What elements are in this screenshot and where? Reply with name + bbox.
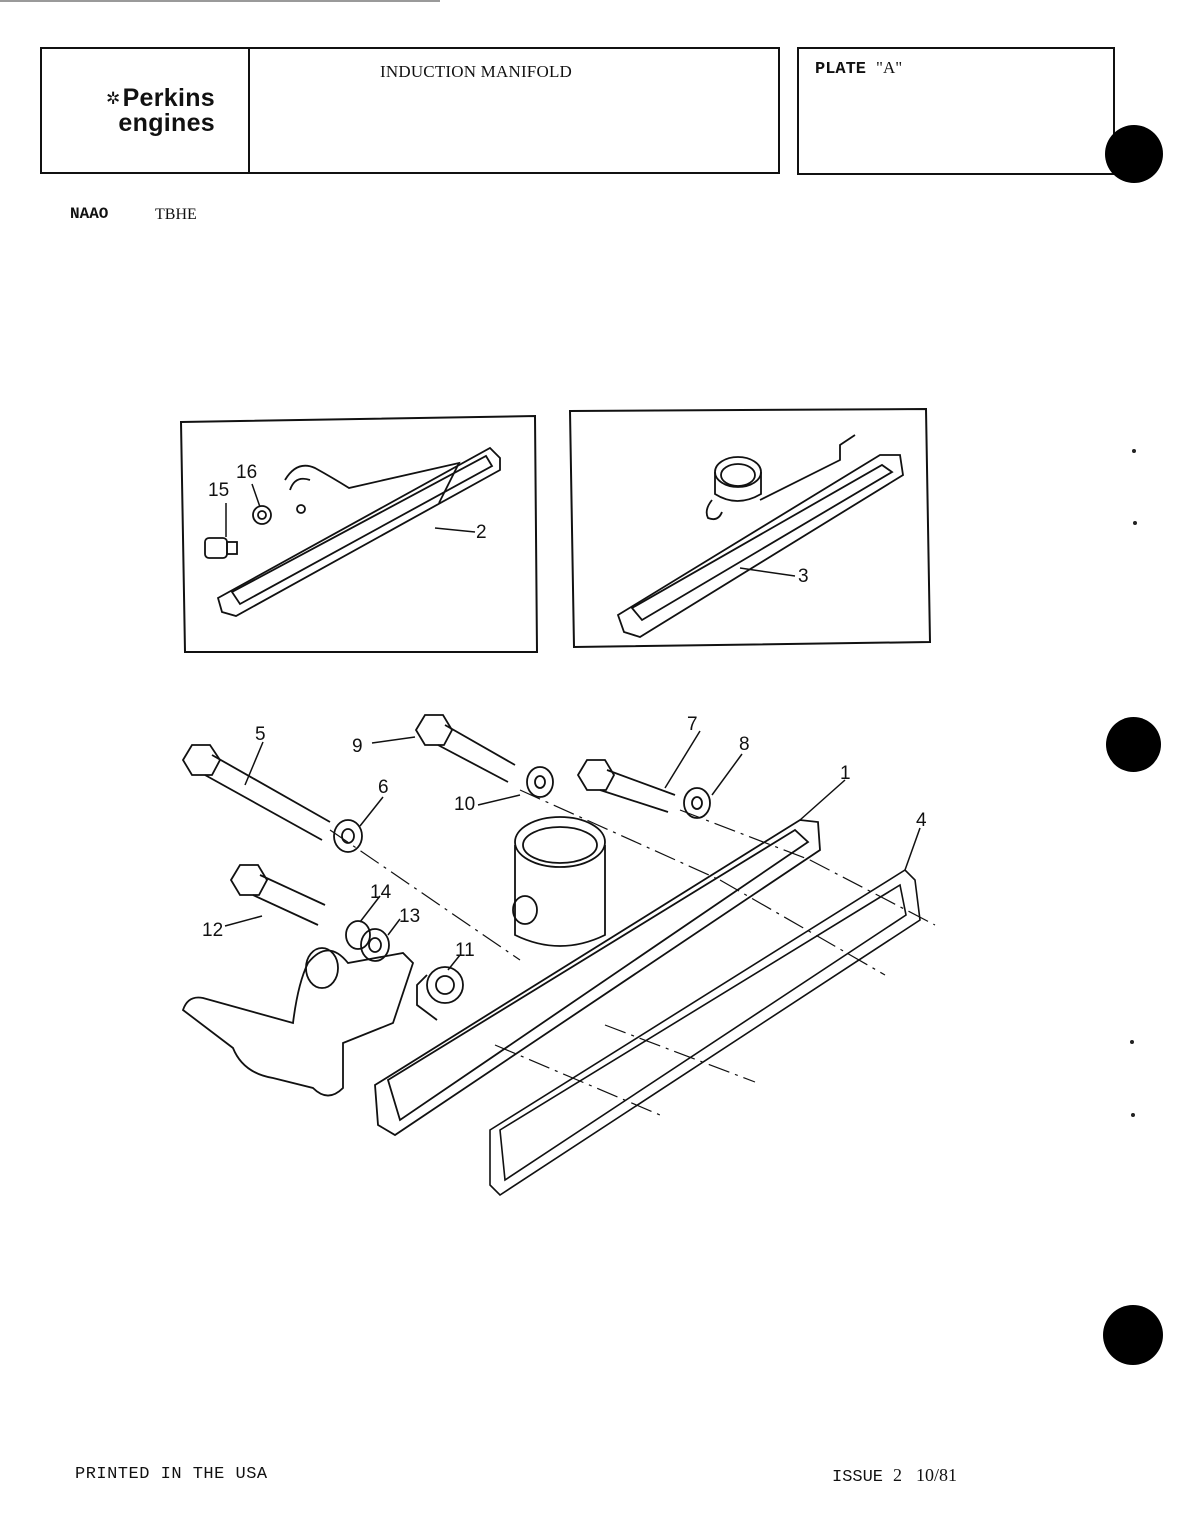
callout-labels: 15 16 2 3 5 9 7 8 6 10 1 4 14 13 12 11	[202, 462, 927, 961]
plate-label: PLATE "A"	[815, 58, 902, 79]
callout-8: 8	[739, 734, 750, 755]
issue-date: 10/81	[916, 1465, 958, 1485]
logo-line1: Perkins	[122, 84, 215, 112]
page-title: INDUCTION MANIFOLD	[380, 62, 573, 81]
scan-speck	[1132, 449, 1136, 453]
callout-12: 12	[202, 920, 223, 941]
callout-7: 7	[687, 714, 698, 735]
issue-label: ISSUE	[832, 1468, 884, 1487]
perkins-logo: ✲Perkins engines	[60, 84, 215, 137]
plate-value: "A"	[876, 58, 903, 77]
callout-13: 13	[399, 906, 420, 927]
spacer-part-11	[416, 966, 464, 1021]
callout-6: 6	[378, 777, 389, 798]
callout-14: 14	[370, 882, 392, 903]
gasket-part-4	[489, 868, 921, 1197]
bolt-part-9	[414, 714, 554, 798]
issue-number: 2	[893, 1465, 903, 1485]
inset-left-frame	[179, 414, 539, 653]
washer-part-13-14	[345, 920, 390, 962]
plate-text: PLATE	[815, 60, 867, 79]
callout-15: 15	[208, 480, 229, 501]
punch-hole-icon	[1105, 125, 1163, 183]
callout-1: 1	[840, 763, 851, 784]
callout-4: 4	[916, 810, 927, 831]
engine-code-2: TBHE	[155, 206, 197, 223]
scan-speck	[1131, 1113, 1135, 1117]
scan-speck	[1133, 521, 1137, 525]
alignment-lines	[329, 789, 936, 1116]
callout-2: 2	[476, 522, 487, 543]
callout-3: 3	[798, 566, 809, 587]
title-box	[248, 47, 780, 174]
scan-speck	[1130, 1040, 1134, 1044]
bracket-part	[181, 947, 415, 1097]
manifold-part-2	[204, 446, 501, 617]
callout-10: 10	[454, 794, 475, 815]
scan-edge-line	[0, 0, 440, 2]
punch-hole-icon	[1103, 1305, 1163, 1365]
bolt-part-12	[229, 864, 326, 926]
inset-right-frame	[568, 407, 932, 649]
bolt-part-7	[576, 759, 711, 819]
callout-9: 9	[352, 736, 363, 757]
callout-11: 11	[455, 940, 475, 961]
bolt-part-5	[181, 744, 363, 853]
leader-lines	[224, 483, 921, 971]
manifold-part-3	[616, 434, 904, 638]
callout-5: 5	[255, 724, 266, 745]
plate-box	[797, 47, 1115, 175]
issue-info: ISSUE 2 10/81	[832, 1465, 957, 1487]
engine-code-1: NAAO	[70, 205, 109, 223]
callout-16: 16	[236, 462, 257, 483]
perkins-mark-icon: ✲	[106, 89, 121, 108]
punch-hole-icon	[1106, 717, 1161, 772]
logo-line2: engines	[118, 109, 215, 137]
printed-note: PRINTED IN THE USA	[75, 1465, 268, 1484]
